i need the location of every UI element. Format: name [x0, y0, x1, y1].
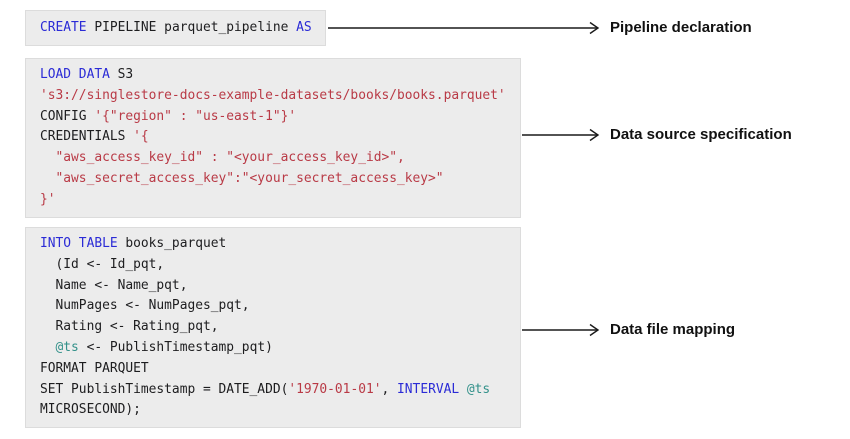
code-line: MICROSECOND);	[40, 402, 141, 418]
code-line: CREDENTIALS '{	[40, 129, 149, 145]
pipeline-declaration-arrow	[328, 21, 600, 35]
code-line: Name <- Name_pqt,	[40, 277, 188, 293]
data-source-specification-code-block: LOAD DATA S3 's3://singlestore-docs-examp…	[25, 58, 521, 218]
data-source-specification-arrow	[522, 128, 600, 142]
code-line: }'	[40, 191, 56, 207]
code-line: SET PublishTimestamp = DATE_ADD('1970-01…	[40, 381, 491, 397]
pipeline-declaration-label: Pipeline declaration	[610, 19, 752, 36]
code-line: "aws_access_key_id" : "<your_access_key_…	[40, 150, 405, 166]
code-line: LOAD DATA S3	[40, 67, 134, 82]
code-line: Rating <- Rating_pqt,	[40, 319, 219, 335]
data-file-mapping-arrow	[522, 323, 600, 337]
code-line: 's3://singlestore-docs-example-datasets/…	[40, 87, 506, 103]
code-line: FORMAT PARQUET	[40, 360, 149, 376]
pipeline-declaration-code-block: CREATE PIPELINE parquet_pipeline AS	[25, 10, 326, 46]
code-line: CREATE PIPELINE parquet_pipeline AS	[40, 20, 312, 35]
arrowhead-icon	[589, 128, 600, 142]
data-file-mapping-code-block: INTO TABLE books_parquet (Id <- Id_pqt, …	[25, 227, 521, 429]
code-line: @ts <- PublishTimestamp_pqt)	[55, 339, 273, 355]
code-line: CONFIG '{"region" : "us-east-1"}'	[40, 108, 297, 124]
arrowhead-icon	[589, 21, 600, 35]
code-line: (Id <- Id_pqt,	[40, 256, 165, 272]
code-line: NumPages <- NumPages_pqt,	[40, 298, 250, 314]
data-source-specification-label: Data source specification	[610, 126, 792, 143]
arrowhead-icon	[589, 323, 600, 337]
code-line: "aws_secret_access_key":"<your_secret_ac…	[40, 170, 444, 186]
code-line: INTO TABLE books_parquet	[40, 236, 227, 251]
data-file-mapping-label: Data file mapping	[610, 321, 736, 338]
